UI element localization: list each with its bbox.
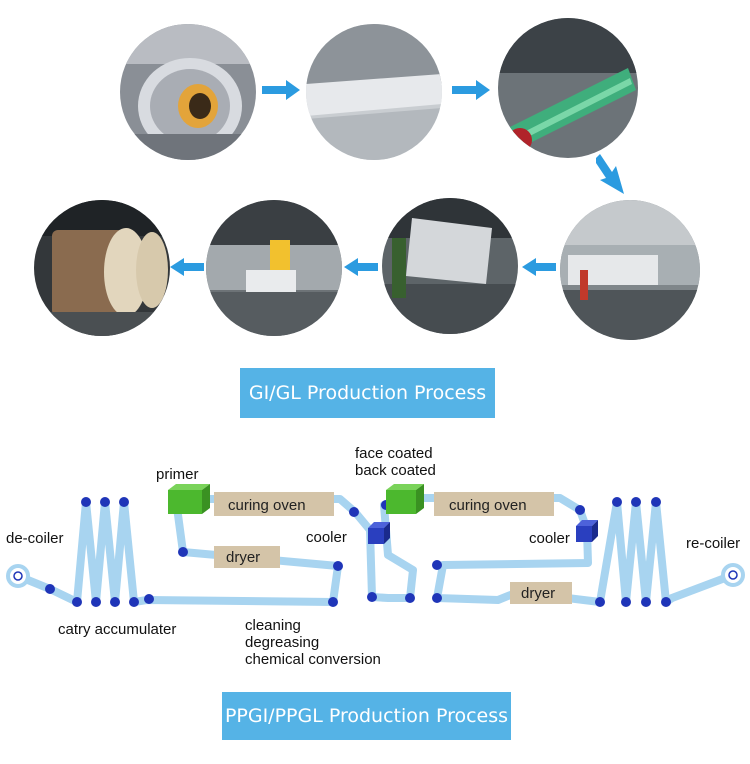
curing-oven-2-box xyxy=(434,492,554,516)
cleaning-label: cleaning xyxy=(245,617,301,634)
de-coiler-label: de-coiler xyxy=(6,530,64,547)
photo-steel-coil xyxy=(120,24,256,160)
cooler-2-label: cooler xyxy=(529,530,570,547)
ppgi-ppgl-process-title: PPGI/PPGL Production Process xyxy=(222,692,511,740)
chemical-conversion-label: chemical conversion xyxy=(245,651,381,668)
re-coiler-icon xyxy=(721,563,745,587)
dryer-1-box xyxy=(214,546,280,568)
curing-oven-1-label: curing oven xyxy=(228,497,306,514)
cooler-2-box xyxy=(576,520,598,542)
face-coated-label: face coated xyxy=(355,445,433,462)
ppgi-process-diagram: curing oven curing oven dryer dryer de-c… xyxy=(6,445,745,668)
re-coiler-label: re-coiler xyxy=(686,535,740,552)
primer-box-2 xyxy=(386,484,424,514)
arrow-right-icon xyxy=(452,80,490,100)
arrow-down-icon xyxy=(596,154,624,194)
back-coated-label: back coated xyxy=(355,462,436,479)
photo-steel-sheet-machine xyxy=(382,198,518,334)
de-coiler-icon xyxy=(6,564,30,588)
cooler-1-box xyxy=(368,522,390,544)
curing-oven-1-box xyxy=(214,492,334,516)
arrow-right-icon xyxy=(262,80,300,100)
catry-accumulater-label: catry accumulater xyxy=(58,621,176,638)
arrow-left-icon xyxy=(344,258,378,276)
primer-box xyxy=(168,484,210,514)
photo-production-line-hall xyxy=(560,200,700,340)
rollers xyxy=(45,495,671,607)
photo-packed-coils xyxy=(34,200,170,336)
dryer-1-label: dryer xyxy=(226,549,260,566)
photo-steel-strip-closeup xyxy=(306,24,442,160)
degreasing-label: degreasing xyxy=(245,634,319,651)
gi-gl-process-title: GI/GL Production Process xyxy=(240,368,495,418)
primer-label: primer xyxy=(156,466,199,483)
photo-coating-roller xyxy=(498,18,638,158)
arrow-left-icon xyxy=(170,258,204,276)
curing-oven-2-label: curing oven xyxy=(449,497,527,514)
photo-factory-floor-crane xyxy=(206,200,342,336)
dryer-2-box xyxy=(510,582,572,604)
arrow-left-icon xyxy=(522,258,556,276)
cooler-1-label: cooler xyxy=(306,529,347,546)
dryer-2-label: dryer xyxy=(521,585,555,602)
strip-path xyxy=(14,492,737,606)
